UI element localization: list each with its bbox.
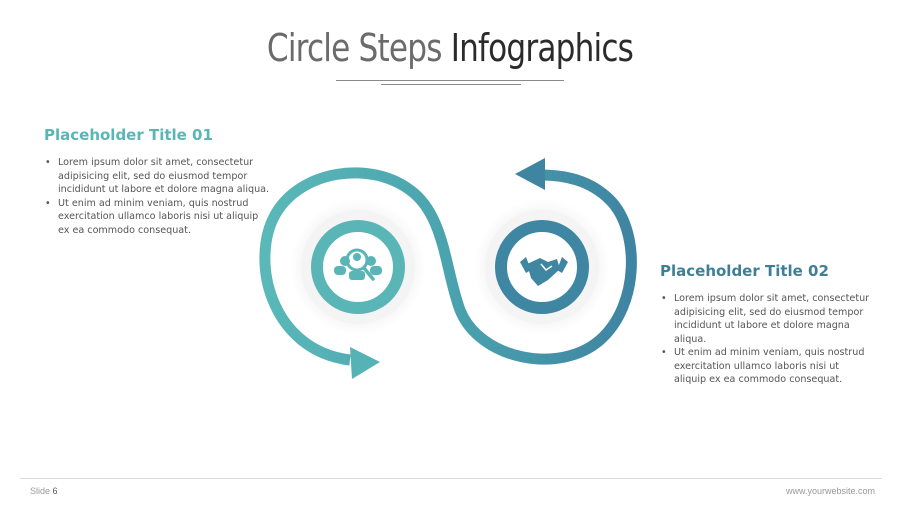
title-part-1: Circle Steps: [266, 26, 443, 70]
slide-label: Slide: [30, 486, 51, 496]
user-search-icon: [334, 248, 382, 281]
title-underline-inner: [381, 84, 521, 85]
step-2-bullets: Lorem ipsum dolor sit amet, consectetur …: [660, 292, 874, 387]
slide-title: Circle Steps Infographics: [81, 26, 819, 70]
title-part-2: Infographics: [450, 26, 634, 70]
bullet-item: Ut enim ad minim veniam, quis nostrud ex…: [660, 346, 874, 387]
bullet-item: Lorem ipsum dolor sit amet, consectetur …: [44, 156, 272, 197]
footer-divider: [20, 478, 882, 479]
website-link[interactable]: www.yourwebsite.com: [785, 486, 875, 496]
bullet-item: Ut enim ad minim veniam, quis nostrud ex…: [44, 197, 272, 238]
slide-number: Slide 6: [30, 486, 58, 496]
step-1-bullets: Lorem ipsum dolor sit amet, consectetur …: [44, 156, 272, 237]
bullet-item: Lorem ipsum dolor sit amet, consectetur …: [660, 292, 874, 346]
handshake-icon: [520, 257, 568, 286]
step-1-ring: [311, 220, 405, 314]
step-2-title: Placeholder Title 02: [660, 262, 829, 280]
step-1-title: Placeholder Title 01: [44, 126, 213, 144]
arrow-head-left: [515, 158, 545, 190]
arrow-head-right: [350, 347, 380, 379]
slide-number-value: 6: [52, 486, 58, 496]
title-underline: [336, 80, 564, 81]
